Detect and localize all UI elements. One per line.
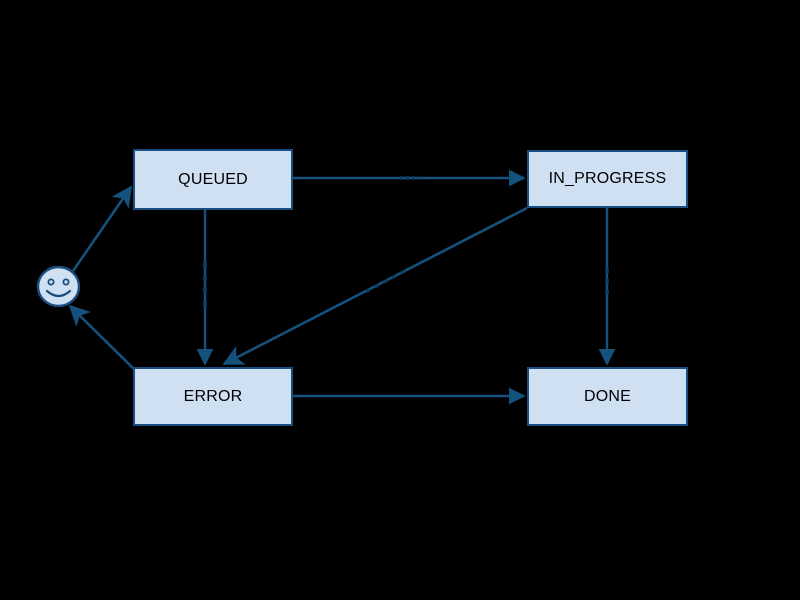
smiley-mouth-icon xyxy=(45,289,72,298)
state-node-error[interactable]: ERROR xyxy=(133,367,293,426)
state-label-done: DONE xyxy=(583,387,632,405)
edge-inprogress-to-error-label-gap xyxy=(364,269,406,294)
edge-start-to-queued xyxy=(71,185,133,272)
state-label-in-progress: IN_PROGRESS xyxy=(548,170,667,187)
start-state-node[interactable] xyxy=(36,264,81,309)
state-label-queued: QUEUED xyxy=(178,170,248,188)
state-node-done[interactable]: DONE xyxy=(527,367,688,426)
edge-error-to-start xyxy=(68,304,138,373)
state-node-queued[interactable]: QUEUED xyxy=(133,149,293,210)
state-node-in-progress[interactable]: IN_PROGRESS xyxy=(527,150,688,208)
smiley-left-eye-icon xyxy=(47,278,55,286)
smiley-right-eye-icon xyxy=(62,278,70,286)
state-label-error: ERROR xyxy=(183,387,243,405)
smiley-face-icon xyxy=(36,265,81,308)
